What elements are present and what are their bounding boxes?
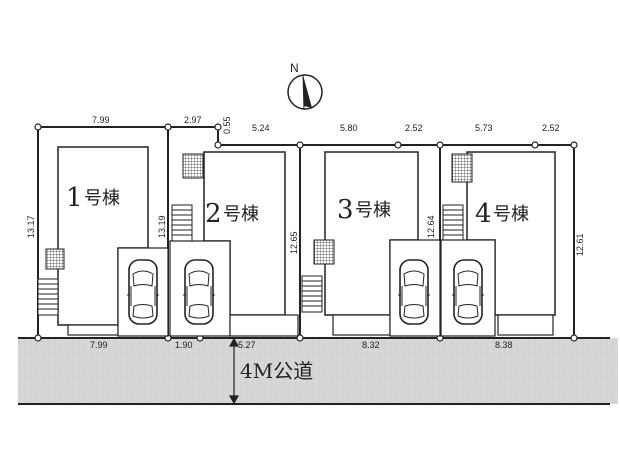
dim-top-5: 5.80	[340, 123, 358, 133]
svg-text:4: 4	[475, 199, 492, 229]
svg-text:号棟: 号棟	[84, 188, 120, 209]
road-label: 4M公道	[240, 359, 313, 383]
dim-lot2-right: 12.65	[289, 231, 299, 254]
dim-bottom-3: 5.27	[238, 340, 256, 350]
dim-top-3: 0.55	[222, 116, 232, 134]
dim-top-6: 2.52	[405, 123, 423, 133]
lot-3-building	[301, 151, 441, 337]
road-width-arrow-icon	[228, 337, 240, 405]
lot-2-building	[169, 151, 299, 337]
dim-bottom-2: 1.90	[175, 340, 193, 350]
dim-lot1-left: 13.17	[26, 215, 36, 238]
svg-text:2: 2	[205, 199, 222, 229]
north-compass-icon: N	[287, 61, 323, 111]
dim-lot4-right: 12.61	[575, 233, 585, 256]
dim-top-4: 5.24	[252, 123, 270, 133]
lot-2-label: 2 号棟	[205, 199, 259, 229]
dim-bottom-5: 8.38	[495, 340, 513, 350]
dim-lot3-right: 12.64	[426, 215, 436, 238]
dim-bottom-4: 8.32	[362, 340, 380, 350]
dim-top-8: 2.52	[542, 123, 560, 133]
svg-text:号棟: 号棟	[355, 200, 391, 221]
lot-1-label: 1 号棟	[66, 183, 120, 213]
dim-top-2: 2.97	[184, 115, 202, 125]
svg-text:号棟: 号棟	[223, 204, 259, 225]
lot-4-label: 4 号棟	[475, 199, 529, 229]
svg-text:号棟: 号棟	[493, 204, 529, 225]
dim-bottom-1: 7.99	[90, 340, 108, 350]
svg-text:3: 3	[337, 195, 354, 225]
dim-top-1: 7.99	[92, 115, 110, 125]
svg-text:N: N	[290, 61, 299, 75]
lot-1-building	[37, 146, 169, 337]
dim-lot1-right: 13.19	[157, 215, 167, 238]
road-area	[18, 338, 618, 404]
lot-4-building	[440, 151, 556, 337]
lot-3-label: 3 号棟	[337, 195, 391, 225]
dim-top-7: 5.73	[475, 123, 493, 133]
svg-text:1: 1	[66, 183, 83, 213]
